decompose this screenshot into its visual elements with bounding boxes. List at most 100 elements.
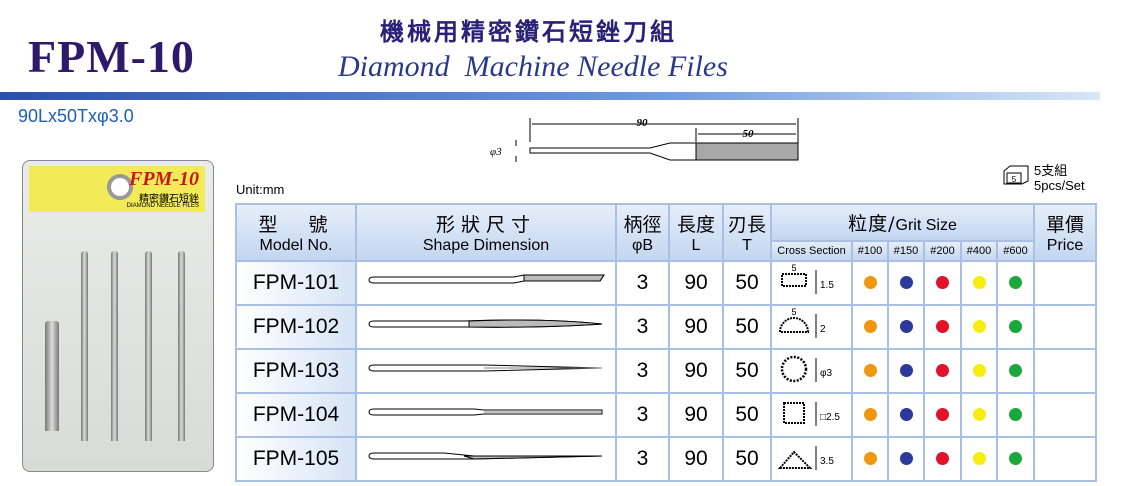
grit-150 xyxy=(887,304,925,350)
file xyxy=(111,251,118,441)
grit-dot xyxy=(863,452,877,465)
length: 90 xyxy=(668,348,724,394)
price xyxy=(1033,436,1097,482)
grit-150 xyxy=(887,260,925,306)
length: 90 xyxy=(668,304,724,350)
file-shape-round xyxy=(367,364,602,372)
svg-text:φ3: φ3 xyxy=(820,368,832,379)
hdr-b-zh: 柄徑 xyxy=(623,214,662,236)
package-card: FPM-10 精密鑽石短銼 DIAMOND NEEDLE FILES xyxy=(29,166,205,212)
grit-dot xyxy=(936,276,949,289)
package-en: DIAMOND NEEDLE FILES xyxy=(126,203,199,209)
dimension-drawing: 90 50 φ3 xyxy=(490,117,799,162)
shape-drawing xyxy=(355,348,617,394)
model-no: FPM-105 xyxy=(235,436,357,482)
model-no: FPM-103 xyxy=(235,348,357,394)
hdr-t-zh: 刃長 xyxy=(727,214,766,236)
cross-section-half-round: 25 xyxy=(778,307,826,338)
grit-dot xyxy=(1009,276,1022,289)
package-zh: 精密鑽石短銼 xyxy=(139,194,199,205)
hdr-grit-150: #150 xyxy=(887,240,925,262)
grit-dot xyxy=(899,408,913,421)
length: 90 xyxy=(668,392,724,438)
svg-text:□2.5: □2.5 xyxy=(820,412,840,423)
grit-dot xyxy=(1009,320,1022,333)
grit-100 xyxy=(851,436,889,482)
price xyxy=(1033,348,1097,394)
shank-diameter: 3 xyxy=(615,436,670,482)
title-chinese: 機械用精密鑽石短銼刀組 xyxy=(380,18,677,46)
model-no: FPM-104 xyxy=(235,392,357,438)
grit-dot xyxy=(863,408,877,421)
shape-drawing xyxy=(355,436,617,482)
grit-dot xyxy=(1009,452,1022,465)
file-shape-square xyxy=(367,408,602,416)
hdr-price-zh: 單價 xyxy=(1045,214,1084,236)
price xyxy=(1033,260,1097,306)
grit-600 xyxy=(996,304,1035,350)
grit-400 xyxy=(960,436,998,482)
model-no: FPM-101 xyxy=(235,260,357,306)
shape-drawing xyxy=(355,260,617,306)
grit-200 xyxy=(923,392,962,438)
grit-dot xyxy=(899,320,913,333)
grit-dot xyxy=(936,408,949,421)
price xyxy=(1033,304,1097,350)
grit-dot xyxy=(1009,364,1022,377)
cross-section-flat: 1.55 xyxy=(781,263,834,294)
cross-section-triangle: 3.5 xyxy=(777,446,834,470)
product-code: FPM-10 xyxy=(28,31,195,82)
hdr-model-zh: 型 號 xyxy=(258,214,334,236)
file-shape-half-round xyxy=(367,319,602,328)
hdr-l-zh: 長度 xyxy=(676,214,715,236)
grit-dot xyxy=(972,276,986,289)
grit-600 xyxy=(996,260,1035,306)
grit-200 xyxy=(923,348,962,394)
length: 90 xyxy=(668,260,724,306)
hdr-grit-100: #100 xyxy=(851,240,889,262)
unit-label: Unit:mm xyxy=(236,182,285,197)
hdr-model-en: Model No. xyxy=(259,237,333,254)
hdr-grit-600: #600 xyxy=(996,240,1035,262)
file-flat xyxy=(45,321,59,431)
shank-diameter: 3 xyxy=(615,260,670,306)
grit-dot xyxy=(936,320,949,333)
file-shape-flat xyxy=(367,274,605,284)
grit-100 xyxy=(851,304,889,350)
dim-tip: 50 xyxy=(743,128,755,140)
grit-200 xyxy=(923,436,962,482)
svg-text:1.5: 1.5 xyxy=(820,280,834,291)
cross-section: φ3 xyxy=(770,348,853,394)
set-en: 5pcs/Set xyxy=(1034,178,1085,193)
cross-section: 3.5 xyxy=(770,436,853,482)
grit-400 xyxy=(960,348,998,394)
hdr-shape-zh: 形狀尺寸 xyxy=(435,214,536,236)
grit-600 xyxy=(996,348,1035,394)
price xyxy=(1033,392,1097,438)
shape-drawing xyxy=(355,392,617,438)
cross-section-round: φ3 xyxy=(780,355,832,383)
shank-diameter: 3 xyxy=(615,304,670,350)
spec-text: 90Lx50Txφ3.0 xyxy=(18,106,134,126)
grit-dot xyxy=(972,408,986,421)
grit-dot xyxy=(972,320,986,333)
grit-400 xyxy=(960,304,998,350)
grit-100 xyxy=(851,348,889,394)
tip-length: 50 xyxy=(722,392,772,438)
svg-text:5: 5 xyxy=(791,263,796,273)
grit-dot xyxy=(863,320,877,333)
hdr-grit-400: #400 xyxy=(960,240,998,262)
grit-dot xyxy=(972,364,986,377)
grit-200 xyxy=(923,260,962,306)
hdr-t-en: T xyxy=(742,237,752,254)
dim-diameter: φ3 xyxy=(490,146,502,158)
grit-400 xyxy=(960,392,998,438)
cross-section-square: □2.5 xyxy=(783,402,840,426)
tip-length: 50 xyxy=(722,304,772,350)
